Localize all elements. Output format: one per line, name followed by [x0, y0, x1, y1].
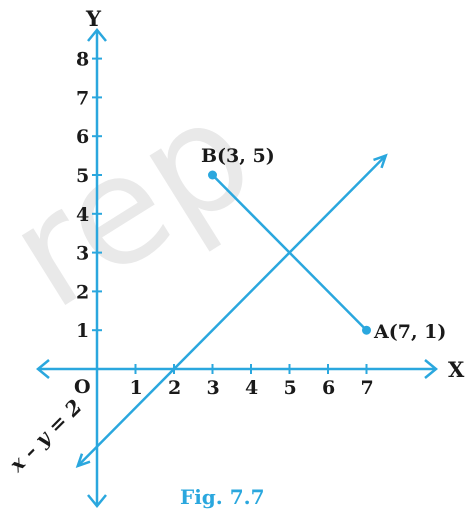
x-tick-label: 6 — [322, 377, 335, 399]
y-axis-top-arrow — [87, 28, 107, 42]
x-tick-label: 5 — [284, 377, 297, 399]
line-equation-label: x – y = 2 — [4, 394, 87, 477]
line-x-minus-y-equals-2 — [76, 154, 387, 467]
watermark-text: rep — [0, 65, 281, 343]
y-tick-label: 2 — [76, 281, 89, 303]
y-axis-bottom-arrow — [87, 494, 107, 508]
x-tick-label: 7 — [361, 377, 374, 399]
x-axis-left-arrow — [36, 359, 50, 379]
ticks-group: 1 2 3 4 5 6 7 1 2 3 4 5 6 7 8 — [76, 49, 374, 399]
x-tick-label: 4 — [245, 377, 258, 399]
axes-group — [36, 28, 438, 508]
line-arrow-lower — [75, 453, 91, 469]
point-a-label: A(7, 1) — [373, 321, 446, 343]
x-tick-label: 2 — [168, 377, 181, 399]
point-a — [362, 325, 371, 335]
figure-caption: Fig. 7.7 — [180, 485, 265, 509]
x-axis-name: X — [448, 357, 465, 382]
y-tick-label: 8 — [76, 49, 89, 71]
point-b — [208, 170, 217, 180]
y-tick-label: 4 — [76, 204, 89, 226]
x-axis-right-arrow — [424, 359, 438, 379]
y-axis-name: Y — [85, 6, 102, 31]
line-arrow-upper — [373, 153, 388, 169]
y-tick-label: 6 — [76, 126, 89, 148]
segment-ab — [211, 174, 368, 332]
x-tick-label: 1 — [130, 377, 143, 399]
y-tick-label: 3 — [76, 243, 89, 265]
x-tick-label: 3 — [207, 377, 220, 399]
y-tick-label: 5 — [76, 165, 89, 187]
point-b-label: B(3, 5) — [201, 145, 275, 167]
y-tick-label: 1 — [76, 320, 89, 342]
origin-label: O — [74, 376, 91, 398]
y-tick-label: 7 — [76, 87, 89, 109]
